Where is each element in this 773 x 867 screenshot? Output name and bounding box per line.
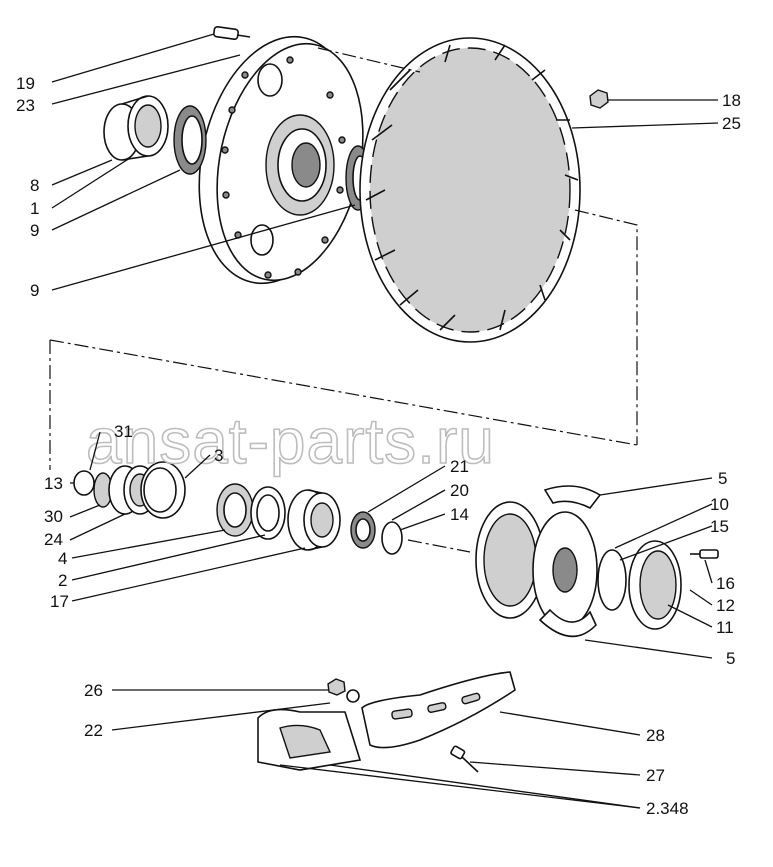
callout-25: 25 xyxy=(722,114,741,133)
callout-30: 30 xyxy=(44,507,63,526)
frame-bracket xyxy=(257,708,362,771)
callout-4: 4 xyxy=(58,549,67,568)
callout-10: 10 xyxy=(710,495,729,514)
callout-11: 11 xyxy=(716,618,734,637)
gasket-5-upper xyxy=(543,485,602,510)
callout-8: 8 xyxy=(30,176,39,195)
callout-31: 31 xyxy=(114,422,133,441)
callout-5-upper: 5 xyxy=(718,469,727,488)
callout-22: 22 xyxy=(84,721,103,740)
bolt-16 xyxy=(690,549,719,559)
callout-12: 12 xyxy=(716,596,735,615)
snap-ring-13 xyxy=(73,470,95,496)
bearing-1 xyxy=(103,95,169,161)
cover-11 xyxy=(628,540,682,630)
nut-26 xyxy=(327,678,360,703)
hub-drum xyxy=(475,501,627,629)
sprocket-ring-25 xyxy=(359,37,581,343)
bearing-cone-21 xyxy=(350,511,376,549)
bolt-27 xyxy=(450,745,479,773)
callout-16: 16 xyxy=(716,574,735,593)
leader-lines xyxy=(51,33,719,809)
callout-28: 28 xyxy=(646,726,665,745)
callout-15: 15 xyxy=(710,517,729,536)
callout-9-upper: 9 xyxy=(30,221,39,240)
callout-20: 20 xyxy=(450,481,469,500)
callout-19: 19 xyxy=(16,74,35,93)
callout-14: 14 xyxy=(450,505,469,524)
callout-17: 17 xyxy=(50,592,69,611)
seal-4 xyxy=(216,483,254,537)
bearing-17 xyxy=(287,489,341,551)
callout-2: 2 xyxy=(58,571,67,590)
callout-27: 27 xyxy=(646,766,665,785)
callout-2-348: 2.348 xyxy=(646,799,689,818)
callout-26: 26 xyxy=(84,681,103,700)
callout-21: 21 xyxy=(450,457,469,476)
callout-3: 3 xyxy=(214,446,223,465)
guard-plate-28 xyxy=(361,671,516,749)
callout-13: 13 xyxy=(44,474,63,493)
callout-23: 23 xyxy=(16,96,35,115)
callout-5-lower: 5 xyxy=(726,649,735,668)
bolt-19 xyxy=(213,25,251,41)
callout-9-lower: 9 xyxy=(30,281,39,300)
nut-18 xyxy=(589,89,609,109)
callout-1: 1 xyxy=(30,199,39,218)
callout-24: 24 xyxy=(44,530,63,549)
callout-18: 18 xyxy=(722,91,741,110)
ring-2 xyxy=(250,486,286,540)
ring-3 xyxy=(140,461,186,519)
ring-14 xyxy=(381,521,403,555)
gasket-5-lower xyxy=(538,608,597,638)
seal-9-upper xyxy=(173,105,207,175)
watermark-text: ansat-parts.ru xyxy=(86,405,495,477)
